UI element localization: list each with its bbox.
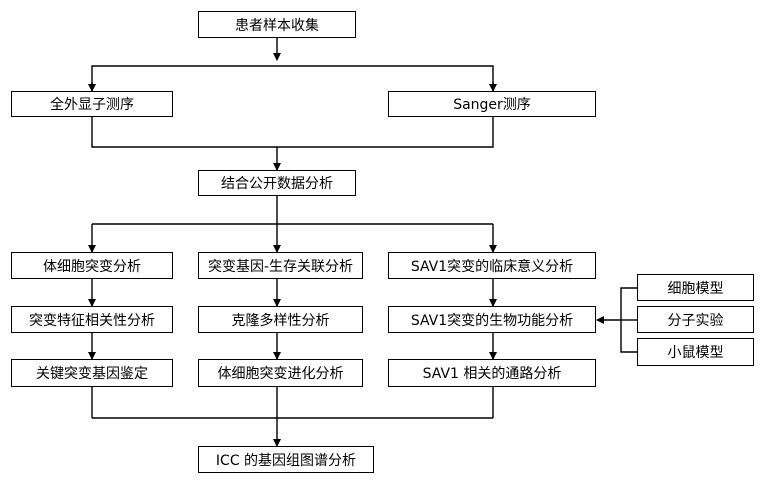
- node-mutation-correlation: 突变特征相关性分析: [11, 306, 173, 333]
- node-label: SAV1 相关的通路分析: [422, 366, 562, 382]
- node-label: SAV1突变的临床意义分析: [410, 258, 574, 275]
- node-somatic-evolution: 体细胞突变进化分析: [198, 359, 363, 387]
- node-icc-genome: ICC 的基因组图谱分析: [198, 446, 374, 473]
- node-label: 分子实验: [667, 312, 724, 329]
- split-line-sequencing: [91, 65, 494, 91]
- node-label: 体细胞突变分析: [43, 258, 141, 275]
- node-public-data: 结合公开数据分析: [198, 170, 356, 196]
- node-mutation-survival: 突变基因-生存关联分析: [198, 252, 363, 279]
- node-label: Sanger测序: [453, 97, 531, 113]
- node-wes: 全外显子测序: [11, 91, 173, 117]
- node-label: 体细胞突变进化分析: [217, 366, 344, 382]
- node-sav1-function: SAV1突变的生物功能分析: [388, 306, 596, 333]
- node-key-gene: 关键突变基因鉴定: [11, 359, 173, 387]
- merge-line-sequencing: [91, 117, 494, 148]
- node-label: 克隆多样性分析: [231, 312, 330, 329]
- node-label: 结合公开数据分析: [221, 176, 333, 192]
- node-clonal-diversity: 克隆多样性分析: [198, 306, 363, 333]
- node-label: ICC 的基因组图谱分析: [215, 452, 357, 469]
- node-sample-collection: 患者样本收集: [198, 11, 356, 38]
- node-label: 关键突变基因鉴定: [36, 366, 148, 382]
- node-sav1-clinical: SAV1突变的临床意义分析: [388, 252, 596, 279]
- node-mouse-model: 小鼠模型: [637, 338, 754, 366]
- node-cell-model: 细胞模型: [637, 274, 754, 301]
- node-label: 突变特征相关性分析: [29, 312, 155, 329]
- node-label: 全外显子测序: [50, 97, 134, 113]
- node-label: 突变基因-生存关联分析: [207, 258, 354, 275]
- node-molecular-exp: 分子实验: [637, 306, 754, 333]
- node-label: 患者样本收集: [235, 17, 319, 34]
- node-label: 小鼠模型: [667, 345, 724, 361]
- node-label: 细胞模型: [667, 280, 724, 297]
- node-label: SAV1突变的生物功能分析: [410, 312, 574, 329]
- node-somatic-mutation: 体细胞突变分析: [11, 252, 173, 279]
- node-sav1-pathway: SAV1 相关的通路分析: [388, 359, 596, 387]
- node-sanger: Sanger测序: [388, 91, 596, 117]
